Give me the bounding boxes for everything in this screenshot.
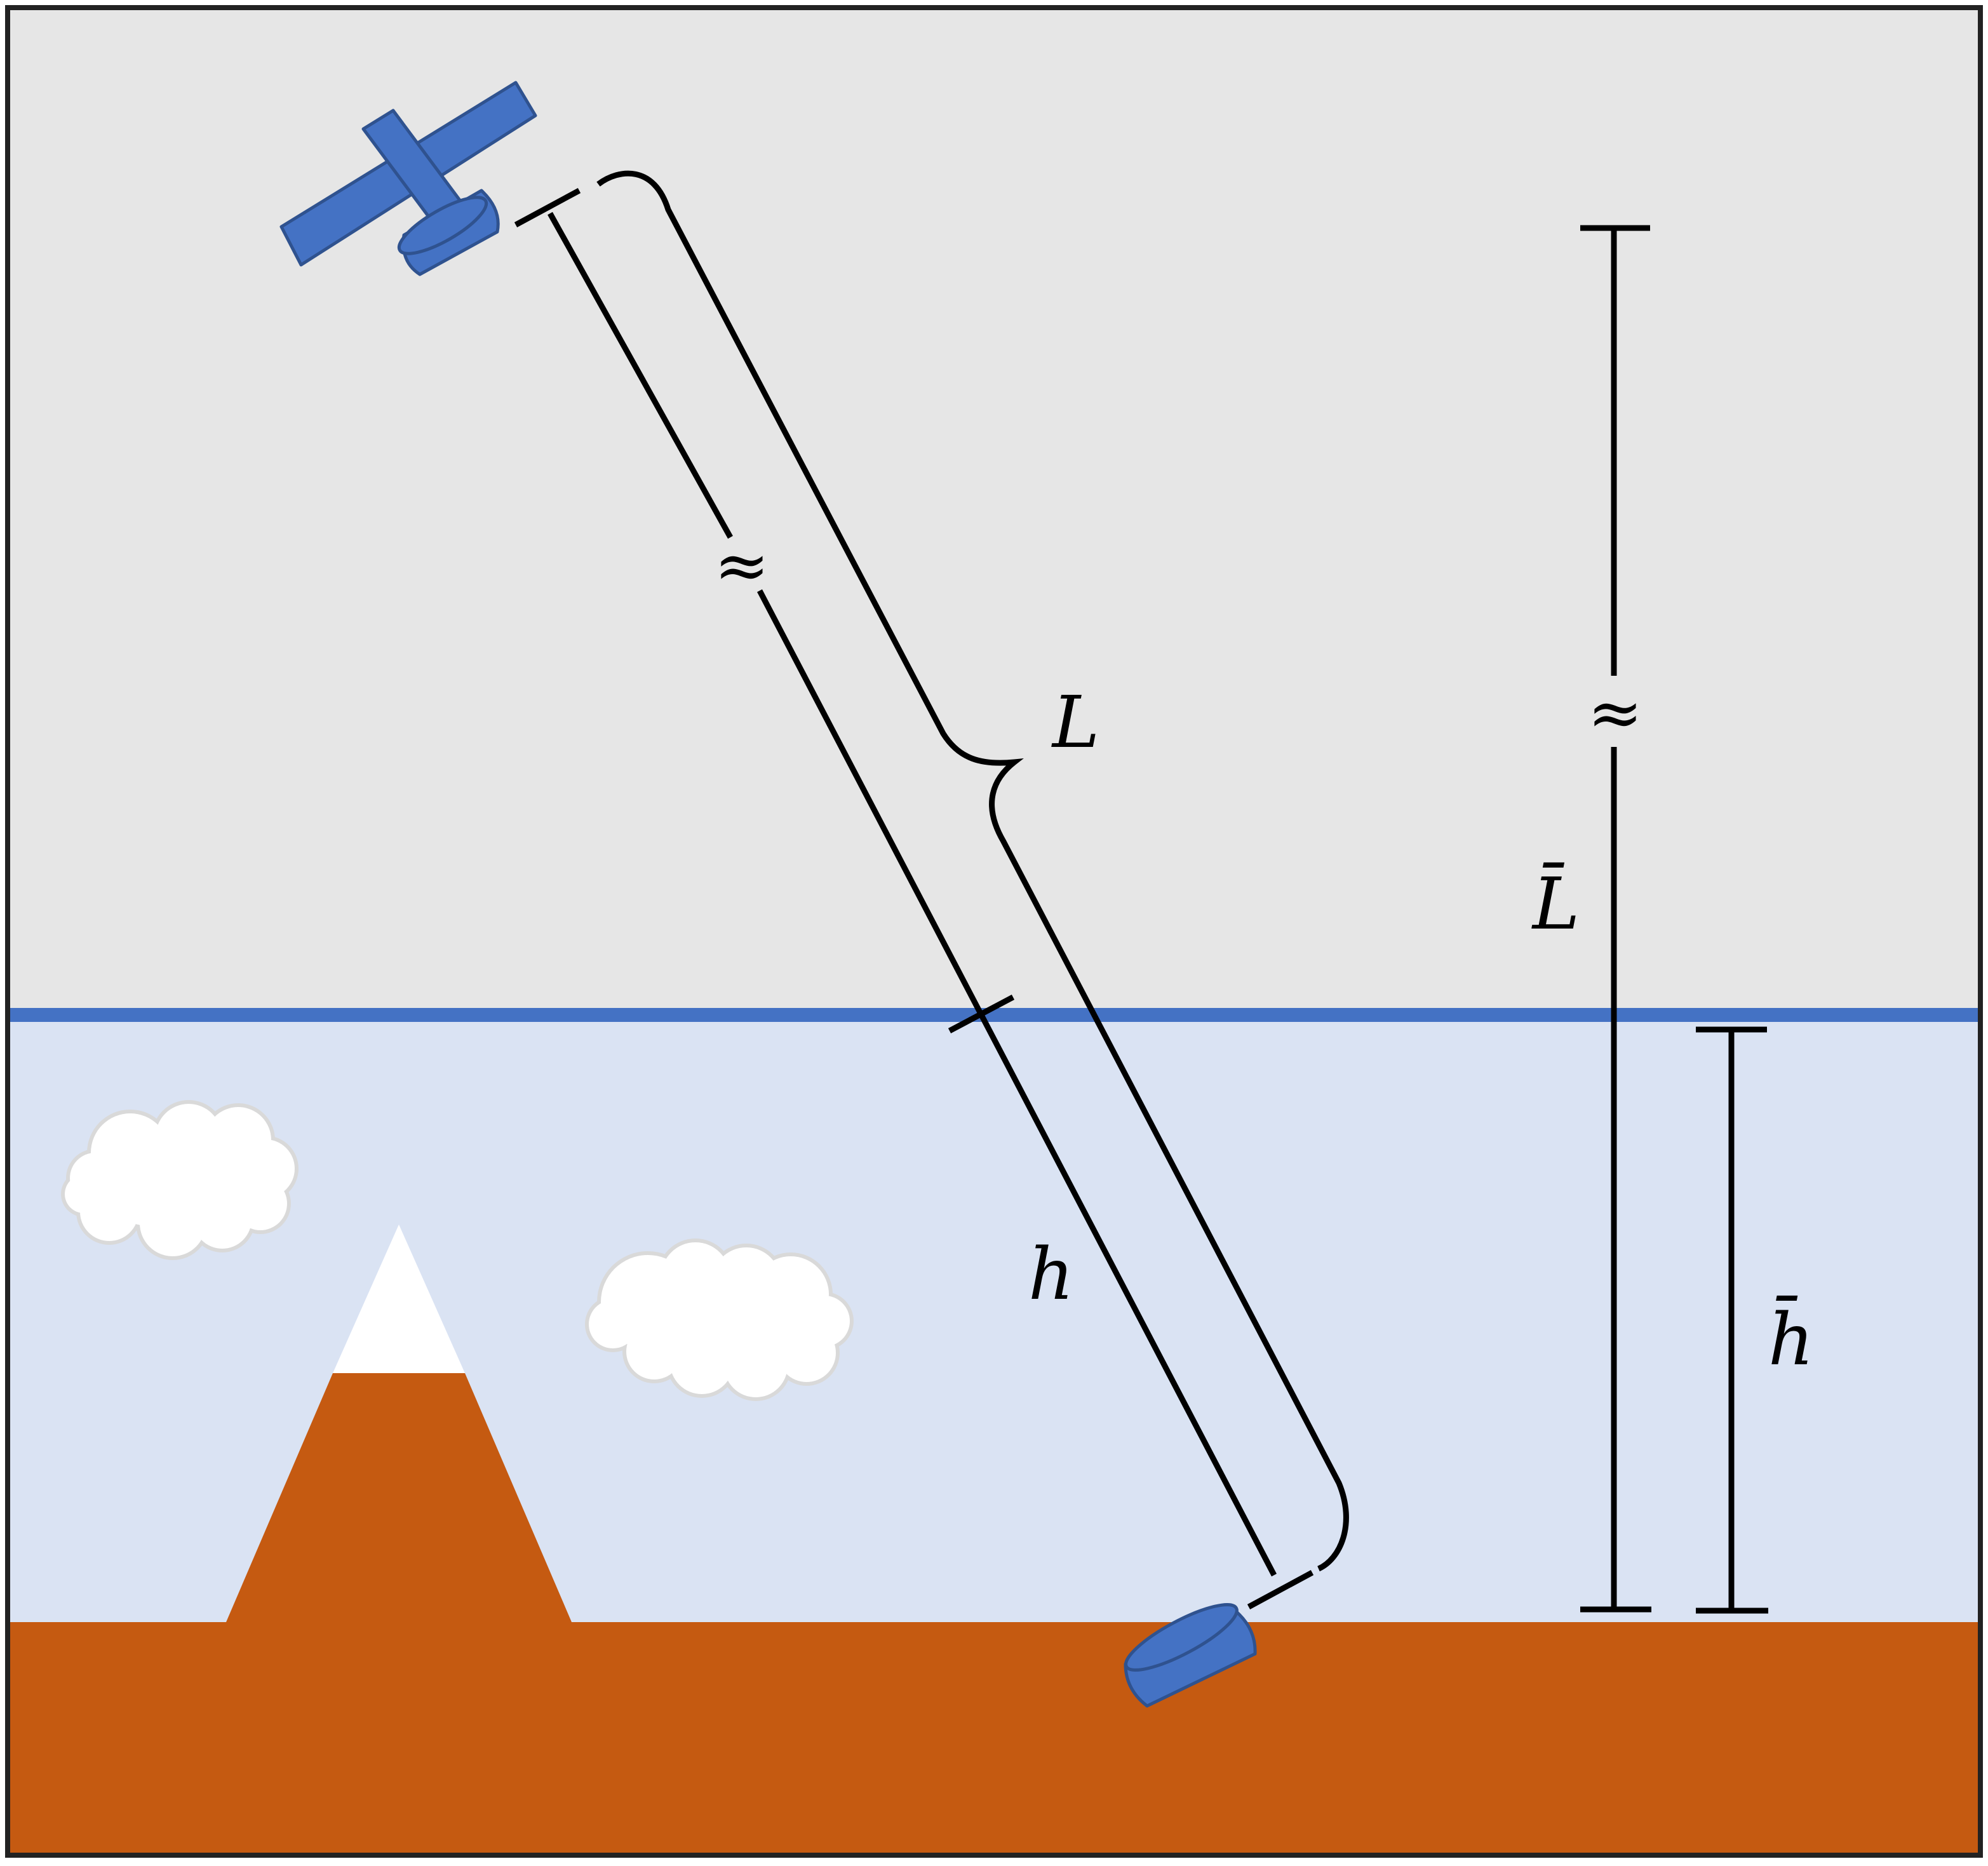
slant-path-boundary-tick (948, 995, 1015, 1033)
mountain-snowcap (333, 1225, 465, 1373)
slant-atmosphere-label: h (1028, 1233, 1074, 1316)
vertical-path-label: L̄ (1531, 862, 1580, 946)
slant-path-top-tick (514, 188, 581, 227)
approx-slant-symbol: ≈ (714, 527, 769, 604)
cloud-icon (585, 1238, 854, 1401)
vertical-atmosphere-line (1696, 1026, 1768, 1614)
ground-region (8, 1622, 1980, 1855)
approx-vertical-symbol: ≈ (1587, 674, 1642, 751)
cloud-icon (61, 1100, 299, 1260)
satellite-dish-face (397, 196, 488, 255)
space-region (8, 8, 1980, 1015)
mountain-body (226, 1373, 572, 1622)
satellite-icon (279, 81, 537, 276)
slant-path-line (514, 188, 1314, 1609)
receiver-face (1124, 1603, 1239, 1672)
slant-path-label: L (1051, 681, 1099, 764)
slant-path-bottom-tick (1247, 1570, 1314, 1609)
diagram-frame (5, 5, 1983, 1858)
mountain-icon (226, 1225, 572, 1622)
slant-path-brace (596, 170, 1349, 1572)
vertical-path-line (1580, 225, 1651, 1613)
ground-antenna-icon (1124, 1603, 1257, 1708)
receiver-body (1124, 1606, 1257, 1708)
vertical-atmosphere-label: h̄ (1768, 1295, 1814, 1381)
